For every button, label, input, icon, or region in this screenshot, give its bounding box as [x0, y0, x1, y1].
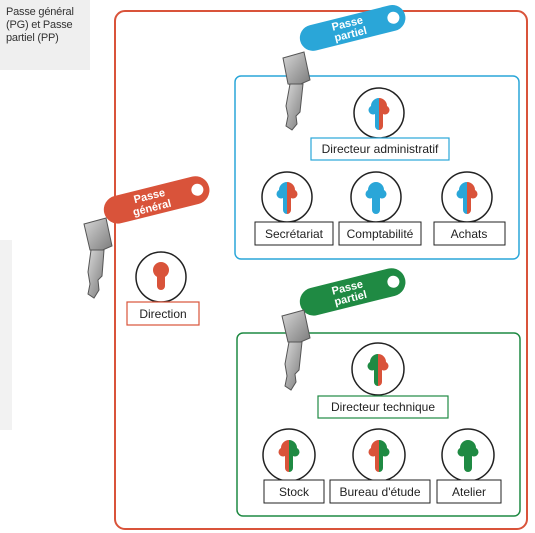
lock-achats: Achats: [434, 172, 505, 245]
lock-comptabilite: Comptabilité: [339, 172, 421, 245]
label-atelier: Atelier: [452, 485, 486, 499]
lock-stock: Stock: [263, 429, 324, 503]
label-secretariat: Secrétariat: [265, 227, 324, 241]
label-directeur-technique: Directeur technique: [331, 400, 435, 414]
lock-direction: Direction: [127, 252, 199, 325]
lock-secretariat: Secrétariat: [255, 172, 333, 245]
lock-atelier: Atelier: [437, 429, 501, 503]
lock-bureau-etude: Bureau d'étude: [330, 429, 430, 503]
label-stock: Stock: [279, 485, 310, 499]
lock-directeur-technique: Directeur technique: [318, 343, 448, 418]
label-bureau-etude: Bureau d'étude: [339, 485, 420, 499]
label-directeur-administratif: Directeur administratif: [322, 142, 439, 156]
label-comptabilite: Comptabilité: [347, 227, 414, 241]
label-achats: Achats: [451, 227, 488, 241]
label-direction: Direction: [139, 307, 186, 321]
lock-directeur-administratif: Directeur administratif: [311, 88, 449, 160]
